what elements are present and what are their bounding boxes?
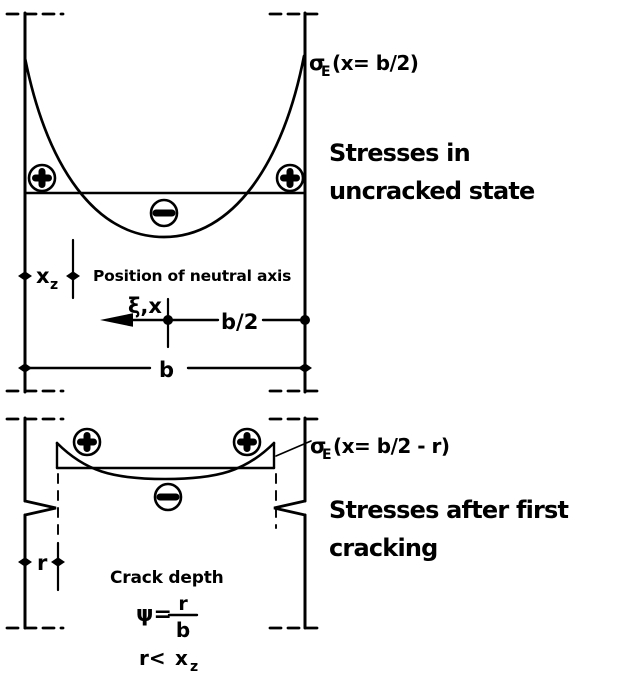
- caption-line-2: cracking: [329, 534, 438, 562]
- cracked-state-diagram: σ E (x= b/2 - r) Stresses after first cr…: [5, 416, 569, 675]
- dimension-marker: [51, 557, 65, 567]
- leader-line: [275, 440, 312, 457]
- condition-subscript: z: [190, 659, 198, 675]
- plus-circle-icon: [232, 427, 262, 457]
- width-label: b: [159, 358, 174, 382]
- plus-circle-icon: [27, 163, 57, 193]
- minus-circle-icon: [153, 482, 183, 512]
- formula-numerator: r: [178, 593, 188, 615]
- caption-line-1: Stresses in: [329, 139, 470, 167]
- sigma-symbol: σ: [310, 434, 326, 458]
- crack-ratio-formula: ψ= r b: [136, 593, 199, 642]
- neutral-axis-note: Position of neutral axis: [93, 267, 291, 285]
- stress-function-label: σ E (x= b/2 - r): [310, 434, 450, 463]
- caption-line-2: uncracked state: [329, 177, 535, 205]
- condition-base: x: [175, 646, 188, 670]
- neutral-axis-depth-dimension: x z: [18, 238, 80, 300]
- dimension-marker: [66, 271, 80, 281]
- stress-curve: [23, 54, 306, 239]
- xz-label-base: x: [36, 264, 50, 288]
- coordinate-axis-arrow: ξ,x b/2: [100, 294, 310, 349]
- dimension-marker: [18, 557, 32, 567]
- dimension-marker: [18, 363, 32, 373]
- stress-block: [55, 441, 276, 481]
- crack-notch-left-icon: [23, 499, 57, 517]
- formula-lhs: ψ=: [136, 602, 172, 627]
- condition-prefix: r<: [139, 646, 166, 670]
- sigma-subscript: E: [322, 447, 332, 463]
- uncracked-state-diagram: x z Position of neutral axis ξ,x b/2 b σ: [5, 11, 536, 394]
- xz-label-subscript: z: [50, 277, 58, 293]
- formula-denominator: b: [176, 618, 190, 642]
- crack-notch-right-icon: [273, 499, 307, 517]
- dimension-marker: [18, 271, 32, 281]
- sigma-argument: (x= b/2): [332, 51, 418, 75]
- width-dimension: b: [18, 358, 312, 382]
- arrowhead-left-icon: [100, 313, 133, 327]
- plus-circle-icon: [72, 427, 102, 457]
- crack-depth-note: Crack depth: [110, 568, 224, 588]
- stress-function-label: σ E (x= b/2): [309, 51, 419, 80]
- crack-depth-dimension: r: [18, 541, 65, 592]
- minus-circle-icon: [149, 198, 179, 228]
- coordinate-axis-label: ξ,x: [128, 294, 162, 318]
- plus-circle-icon: [275, 163, 305, 193]
- stress-curve: [55, 441, 276, 481]
- crack-depth-dim-label: r: [37, 551, 48, 575]
- sigma-subscript: E: [321, 64, 331, 80]
- half-width-label: b/2: [221, 310, 258, 334]
- dimension-marker: [298, 363, 312, 373]
- sigma-argument: (x= b/2 - r): [333, 434, 450, 458]
- center-dot: [163, 315, 173, 325]
- caption-line-1: Stresses after first: [329, 496, 569, 524]
- edge-dot: [300, 315, 310, 325]
- sigma-symbol: σ: [309, 51, 325, 75]
- crack-depth-condition: r< x z: [139, 646, 198, 675]
